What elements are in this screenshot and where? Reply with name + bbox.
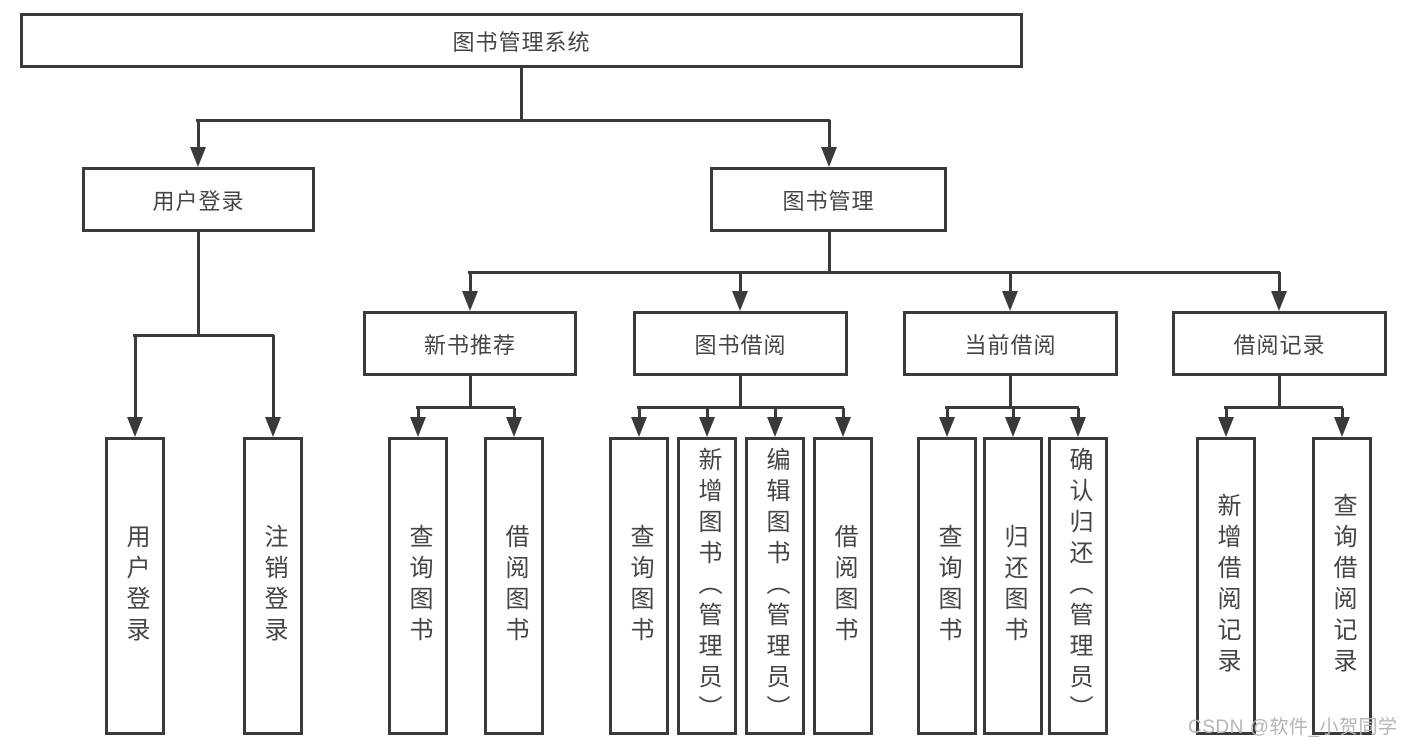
node-label: 查询图书 <box>934 524 961 648</box>
leaf-edit-books-admin: 编辑图书（管理员） <box>745 437 805 735</box>
leaf-query-books: 查询图书 <box>388 437 448 735</box>
arrow-down-icon <box>1005 417 1021 437</box>
node-book-borrowing: 图书借阅 <box>633 311 848 376</box>
node-label: 查询图书 <box>405 524 432 648</box>
leaf-add-books-admin: 新增图书（管理员） <box>677 437 737 735</box>
arrow-down-icon <box>1218 417 1234 437</box>
node-label: 图书管理系统 <box>452 29 591 55</box>
connector-line <box>1225 408 1228 418</box>
connector-line <box>1009 376 1012 408</box>
connector-line <box>1077 408 1080 418</box>
connector-line <box>520 68 523 122</box>
arrow-down-icon <box>265 417 281 437</box>
connector-line <box>828 120 831 148</box>
node-library-management-system: 图书管理系统 <box>20 13 1023 68</box>
node-label: 用户登录 <box>122 524 149 648</box>
connector-line <box>196 119 830 122</box>
connector-line <box>197 120 200 148</box>
watermark-text: CSDN @软件_小贺同学 <box>1188 717 1398 738</box>
node-label: 编辑图书（管理员） <box>762 446 789 726</box>
node-current-borrowing: 当前借阅 <box>903 311 1118 376</box>
arrow-down-icon <box>732 291 748 311</box>
arrow-down-icon <box>190 147 206 167</box>
node-label: 图书管理 <box>782 188 875 214</box>
node-label: 借阅图书 <box>830 524 857 648</box>
connector-line <box>1009 272 1012 292</box>
connector-line <box>1278 376 1281 408</box>
arrow-down-icon <box>939 417 955 437</box>
node-label: 新增借阅记录 <box>1213 493 1240 679</box>
node-label: 用户登录 <box>152 188 245 214</box>
connector-line <box>706 408 709 418</box>
connector-line <box>638 408 641 418</box>
node-borrowing-records: 借阅记录 <box>1172 311 1387 376</box>
connector-line <box>774 408 777 418</box>
connector-line <box>1012 408 1015 418</box>
connector-line <box>134 335 137 418</box>
connector-line <box>416 406 515 409</box>
arrow-down-icon <box>1271 291 1287 311</box>
node-label: 借阅记录 <box>1233 332 1326 358</box>
arrow-down-icon <box>631 417 647 437</box>
node-label: 当前借阅 <box>964 332 1057 358</box>
node-label: 查询图书 <box>626 524 653 648</box>
node-label: 确认归还（管理员） <box>1065 446 1092 726</box>
leaf-return-books: 归还图书 <box>983 437 1043 735</box>
node-user-login: 用户登录 <box>82 167 315 232</box>
leaf-borrow-books: 借阅图书 <box>484 437 544 735</box>
node-label: 图书借阅 <box>694 332 787 358</box>
leaf-logout: 注销登录 <box>243 437 303 735</box>
arrow-down-icon <box>1334 417 1350 437</box>
arrow-down-icon <box>821 147 837 167</box>
arrow-down-icon <box>767 417 783 437</box>
arrow-down-icon <box>410 417 426 437</box>
node-new-book-recommend: 新书推荐 <box>363 311 577 376</box>
connector-line <box>842 408 845 418</box>
node-label: 借阅图书 <box>501 524 528 648</box>
connector-line <box>1224 406 1343 409</box>
node-book-management: 图书管理 <box>710 167 947 232</box>
connector-line <box>468 271 1280 274</box>
arrow-down-icon <box>462 291 478 311</box>
connector-line <box>828 232 831 273</box>
connector-line <box>272 335 275 418</box>
connector-line <box>513 408 516 418</box>
connector-line <box>417 408 420 418</box>
leaf-add-borrow-record: 新增借阅记录 <box>1196 437 1256 735</box>
leaf-query-books-2: 查询图书 <box>609 437 669 735</box>
arrow-down-icon <box>506 417 522 437</box>
connector-line <box>946 408 949 418</box>
arrow-down-icon <box>127 417 143 437</box>
connector-line <box>469 272 472 292</box>
connector-line <box>1278 272 1281 292</box>
leaf-user-login: 用户登录 <box>105 437 165 735</box>
connector-line <box>1341 408 1344 418</box>
arrow-down-icon <box>835 417 851 437</box>
leaf-borrow-books-2: 借阅图书 <box>813 437 873 735</box>
node-label: 新增图书（管理员） <box>694 446 721 726</box>
connector-line <box>469 376 472 408</box>
leaf-confirm-return-admin: 确认归还（管理员） <box>1048 437 1108 735</box>
connector-line <box>945 406 1079 409</box>
arrow-down-icon <box>699 417 715 437</box>
arrow-down-icon <box>1070 417 1086 437</box>
node-label: 归还图书 <box>1000 524 1027 648</box>
connector-line <box>739 272 742 292</box>
connector-line <box>739 376 742 408</box>
node-label: 查询借阅记录 <box>1329 493 1356 679</box>
arrow-down-icon <box>1002 291 1018 311</box>
connector-line <box>637 406 844 409</box>
leaf-query-books-3: 查询图书 <box>917 437 977 735</box>
leaf-query-borrow-record: 查询借阅记录 <box>1312 437 1372 735</box>
node-label: 新书推荐 <box>423 332 516 358</box>
connector-line <box>197 232 200 337</box>
connector-line <box>133 334 274 337</box>
node-label: 注销登录 <box>260 524 287 648</box>
